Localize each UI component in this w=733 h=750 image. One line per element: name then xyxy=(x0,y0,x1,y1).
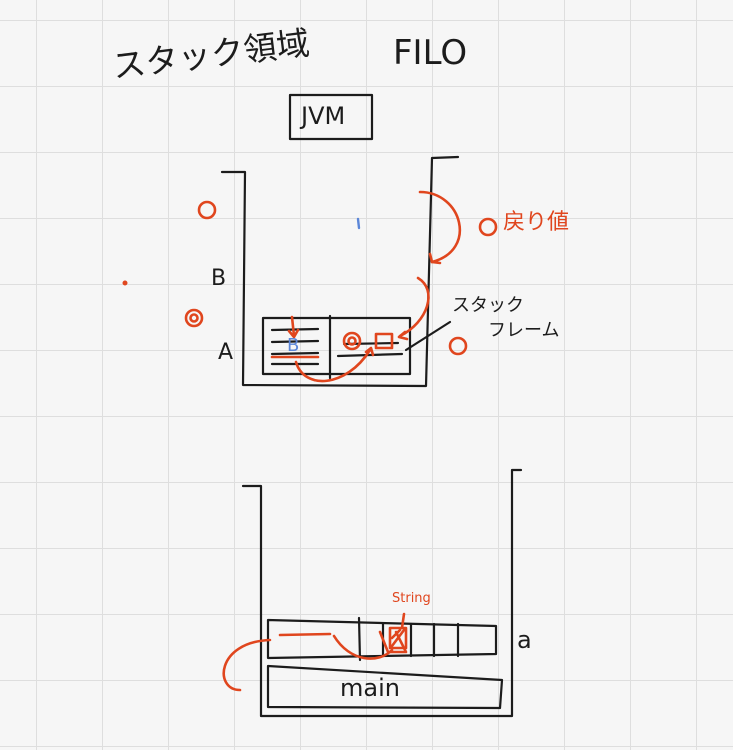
red-arrow-curve xyxy=(398,276,430,338)
red-dot xyxy=(122,280,128,286)
string-pointer xyxy=(400,612,406,630)
string-reference-box xyxy=(388,626,408,650)
red-link-head xyxy=(364,346,375,357)
upper-stack-container xyxy=(220,155,460,388)
red-link-curve xyxy=(294,348,372,383)
stack-frame-pointer xyxy=(404,320,452,352)
return-arrow-curve xyxy=(418,190,461,264)
frame-b-label: B xyxy=(287,335,300,356)
jvm-label: JVM xyxy=(301,102,346,130)
return-arrow-head xyxy=(428,252,442,265)
stack-frame-label-1: スタック xyxy=(452,295,524,316)
main-frame xyxy=(266,664,504,710)
lower-frame-divider xyxy=(357,616,362,662)
string-label: String xyxy=(392,591,431,606)
stack-frame-label-2: フレーム xyxy=(488,320,560,341)
red-arrow xyxy=(290,315,296,338)
frame-scribble xyxy=(336,352,404,358)
red-arrow-head xyxy=(287,328,300,339)
label-a: A xyxy=(218,340,234,365)
frame-line xyxy=(270,339,320,344)
filo-label: FILO xyxy=(393,33,468,73)
frame-line xyxy=(270,351,320,356)
lower-stack-container xyxy=(241,468,523,718)
frame-line xyxy=(270,327,320,332)
red-circle-marker xyxy=(347,336,357,346)
lower-frame-top xyxy=(266,618,498,660)
return-value-circle xyxy=(478,217,498,237)
main-label: main xyxy=(340,674,400,702)
red-circle-marker xyxy=(448,336,468,356)
red-circle-marker xyxy=(342,331,362,351)
red-square-marker xyxy=(374,332,394,350)
blue-mark xyxy=(356,217,361,230)
return-value-label: 戻り値 xyxy=(503,210,570,235)
jvm-box xyxy=(288,93,374,141)
red-circle-marker xyxy=(189,313,199,323)
red-arrow-head xyxy=(397,330,409,341)
red-circle-marker xyxy=(197,200,217,220)
upper-frame-outline xyxy=(261,316,412,376)
red-link-curve xyxy=(332,634,394,660)
red-variable-line xyxy=(278,632,332,637)
string-scribble xyxy=(378,630,408,654)
label-a-lower: a xyxy=(517,626,532,654)
red-circle-marker xyxy=(184,308,204,328)
red-loop-arrow xyxy=(222,638,272,692)
label-b: B xyxy=(211,266,227,291)
